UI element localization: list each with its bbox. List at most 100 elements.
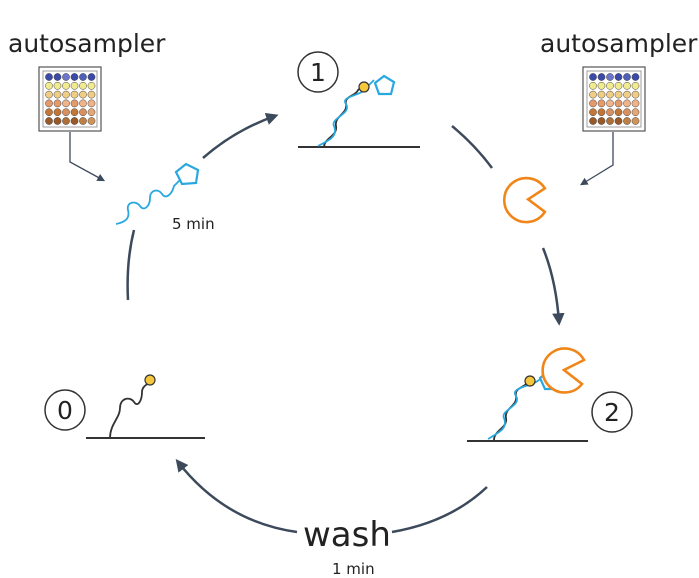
plate-well [45, 99, 53, 108]
plate-well [62, 99, 70, 108]
cycle-arrow-to-step2 [541, 247, 565, 326]
plate-well [606, 117, 614, 125]
plate-well [631, 117, 640, 125]
plate-well [53, 108, 62, 117]
step0-bead-icon [144, 374, 156, 386]
plate-inner-frame [42, 70, 98, 128]
plate-well [87, 73, 96, 81]
free-target-molecule [115, 162, 200, 225]
plate-well [62, 73, 70, 81]
plate-well [631, 90, 640, 99]
autosampler-right-label: autosampler [540, 29, 698, 58]
plate-well [614, 117, 623, 125]
step2-circle [591, 391, 633, 433]
plate-well [589, 117, 597, 125]
step1-pentagon-icon [373, 74, 396, 96]
wash-label: wash [303, 515, 391, 555]
plate-well [597, 73, 606, 81]
step2-enzyme-icon [541, 347, 586, 394]
cycle-arrow-to-step0 [175, 459, 298, 534]
plate-well [631, 73, 640, 81]
plate-well [623, 99, 631, 108]
step0-state: 0 [44, 374, 205, 439]
cycle-arrow-to-step1 [202, 112, 279, 159]
step0-circle [44, 389, 86, 431]
plate-well [53, 117, 62, 125]
plate-well [589, 73, 597, 81]
step1-circle [297, 51, 339, 93]
plate-well [87, 117, 96, 125]
plate-well [87, 108, 96, 117]
plate-well [614, 99, 623, 108]
plate-well [589, 81, 597, 90]
plate-well [45, 81, 53, 90]
autosampler-right-plate-icon [582, 66, 646, 132]
plate-well [45, 108, 53, 117]
cycle-arc-step0-left [126, 229, 136, 301]
plate-well [79, 73, 87, 81]
plate-well [79, 117, 87, 125]
plate-well [606, 108, 614, 117]
plate-well [606, 90, 614, 99]
incubation-time-label: 5 min [172, 215, 215, 233]
plate-well [79, 108, 87, 117]
plate-well [606, 73, 614, 81]
plate-well [45, 117, 53, 125]
enzyme-icon [502, 176, 547, 224]
plate-well [87, 90, 96, 99]
plate-well [70, 90, 79, 99]
plate-well [589, 108, 597, 117]
step2-number: 2 [604, 398, 620, 427]
plate-well [70, 117, 79, 125]
plate-well [614, 73, 623, 81]
plate-well [597, 81, 606, 90]
wash-time-label: 1 min [332, 560, 375, 578]
step2-state: 2 [467, 347, 633, 442]
right-sample-arrow [580, 132, 614, 186]
plate-well [87, 81, 96, 90]
plate-well [53, 90, 62, 99]
plate-well [70, 108, 79, 117]
step0-number: 0 [57, 396, 73, 425]
plate-well [631, 99, 640, 108]
plate-well [589, 99, 597, 108]
plate-well [62, 117, 70, 125]
plate-well [597, 90, 606, 99]
plate-well [589, 90, 597, 99]
plate-well [614, 108, 623, 117]
target-pentagon-icon [174, 162, 200, 186]
plate-well [597, 99, 606, 108]
plate-well [62, 81, 70, 90]
plate-well [62, 90, 70, 99]
plate-well [53, 81, 62, 90]
plate-well [623, 108, 631, 117]
plate-well [45, 73, 53, 81]
step1-number: 1 [310, 58, 326, 87]
cycle-arc-step2-wash [391, 486, 488, 534]
step2-bead-icon [524, 375, 536, 387]
plate-well [70, 99, 79, 108]
plate-well [623, 73, 631, 81]
plate-well [631, 108, 640, 117]
plate-well [606, 81, 614, 90]
left-sample-arrow [69, 132, 106, 182]
autosampler-left-label: autosampler [8, 29, 166, 58]
plate-well [79, 81, 87, 90]
plate-well [606, 99, 614, 108]
step1-state: 1 [297, 51, 420, 148]
autosampler-left-plate-icon [38, 66, 102, 132]
plate-well [614, 81, 623, 90]
plate-well [623, 117, 631, 125]
plate-well [70, 81, 79, 90]
plate-well [631, 81, 640, 90]
plate-well [53, 73, 62, 81]
plate-well [597, 108, 606, 117]
plate-well [62, 108, 70, 117]
cycle-arc-step1-right [451, 125, 494, 169]
plate-well [45, 90, 53, 99]
plate-well [623, 90, 631, 99]
plate-well [53, 99, 62, 108]
plate-well [70, 73, 79, 81]
plate-inner-frame [586, 70, 642, 128]
plate-well [79, 90, 87, 99]
